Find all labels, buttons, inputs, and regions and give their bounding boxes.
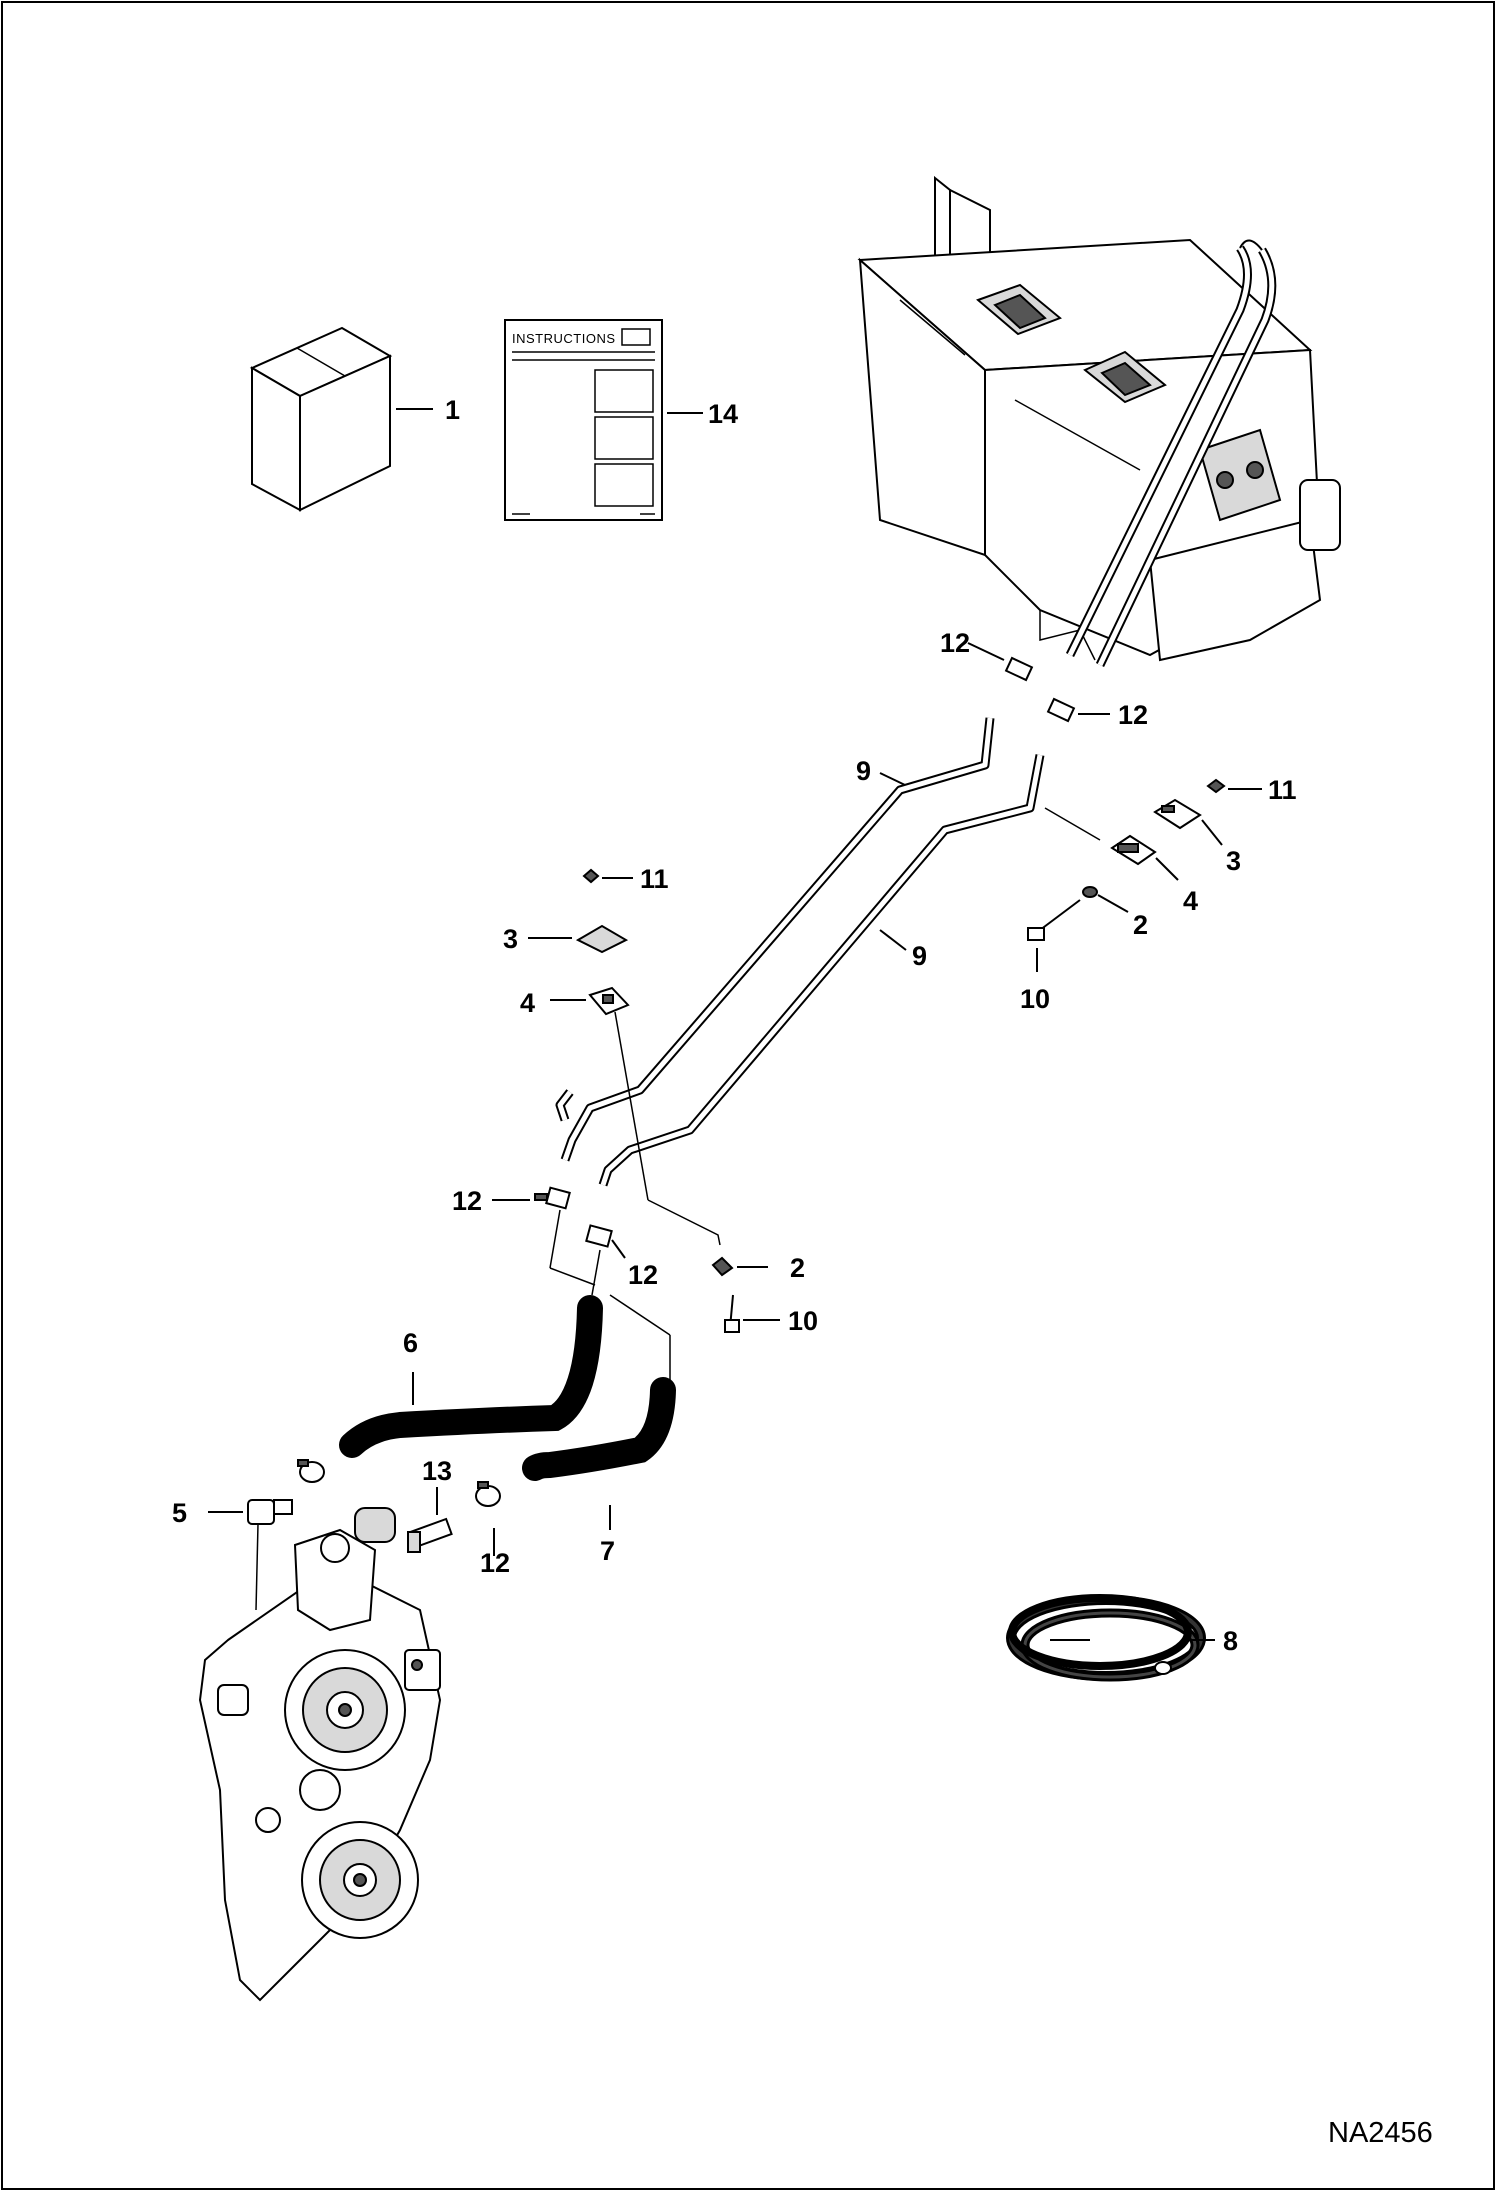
callout-3-right: 3	[1226, 846, 1241, 876]
callout-10-mid: 10	[788, 1306, 818, 1336]
callout-10-right: 10	[1020, 984, 1050, 1014]
callout-11-left: 11	[640, 864, 669, 894]
part-7-hose	[522, 1377, 676, 1481]
document-id: NA2456	[1328, 2117, 1433, 2149]
callout-9-lower: 9	[912, 941, 927, 971]
callout-12-top-b: 12	[1118, 700, 1148, 730]
part-14-instructions-sheet: INSTRUCTIONS	[504, 319, 663, 521]
fitting-12-mid-b	[585, 1224, 613, 1248]
hose-clamp-left	[297, 1459, 325, 1483]
callout-12-top-a: 12	[940, 628, 970, 658]
connection-lines	[549, 1209, 671, 1380]
leader-12-top-a	[967, 642, 1005, 661]
right-clamp-group	[1027, 778, 1226, 941]
leader-3-right	[1201, 819, 1223, 846]
instructions-header: INSTRUCTIONS	[512, 331, 616, 346]
hose-clamp-right	[475, 1481, 501, 1507]
leader-4-right	[1155, 857, 1179, 881]
callout-4-left: 4	[520, 988, 535, 1018]
callout-4-right: 4	[1183, 886, 1198, 916]
leader-9-upper	[879, 772, 906, 786]
fitting-12-top-a	[1004, 656, 1034, 682]
leader-12-mid-b	[611, 1239, 626, 1259]
callout-9-upper: 9	[856, 756, 871, 786]
part-6-hose	[339, 1295, 603, 1458]
left-clamp-group	[575, 868, 740, 1333]
callout-11-right: 11	[1268, 775, 1297, 805]
callout-5: 5	[172, 1498, 187, 1528]
part-1-kit-box	[249, 326, 393, 512]
callout-12-low: 12	[480, 1548, 510, 1578]
callout-13: 13	[422, 1456, 452, 1486]
fitting-12-top-b	[1046, 697, 1076, 723]
callout-2-mid: 2	[790, 1253, 805, 1283]
leader-2-right	[1097, 894, 1129, 913]
callout-12-mid-b: 12	[628, 1260, 658, 1290]
callout-2-right: 2	[1133, 910, 1148, 940]
callout-12-mid-a: 12	[452, 1186, 482, 1216]
callout-7: 7	[600, 1536, 615, 1566]
engine-assembly	[198, 1507, 442, 2002]
part-5-elbow-fitting	[247, 1499, 293, 1611]
fitting-12-mid-a	[534, 1186, 571, 1210]
callout-14: 14	[708, 399, 738, 429]
callout-6: 6	[403, 1328, 418, 1358]
callout-3-left: 3	[503, 924, 518, 954]
leader-9-lower	[879, 929, 907, 951]
callout-1: 1	[445, 395, 460, 425]
part-13-fitting	[407, 1517, 453, 1553]
part-9-tube-assemblies	[555, 717, 1045, 1187]
callout-8: 8	[1223, 1626, 1238, 1656]
part-8-coiled-hose	[1006, 1594, 1206, 1682]
heater-box-assembly	[857, 175, 1341, 667]
